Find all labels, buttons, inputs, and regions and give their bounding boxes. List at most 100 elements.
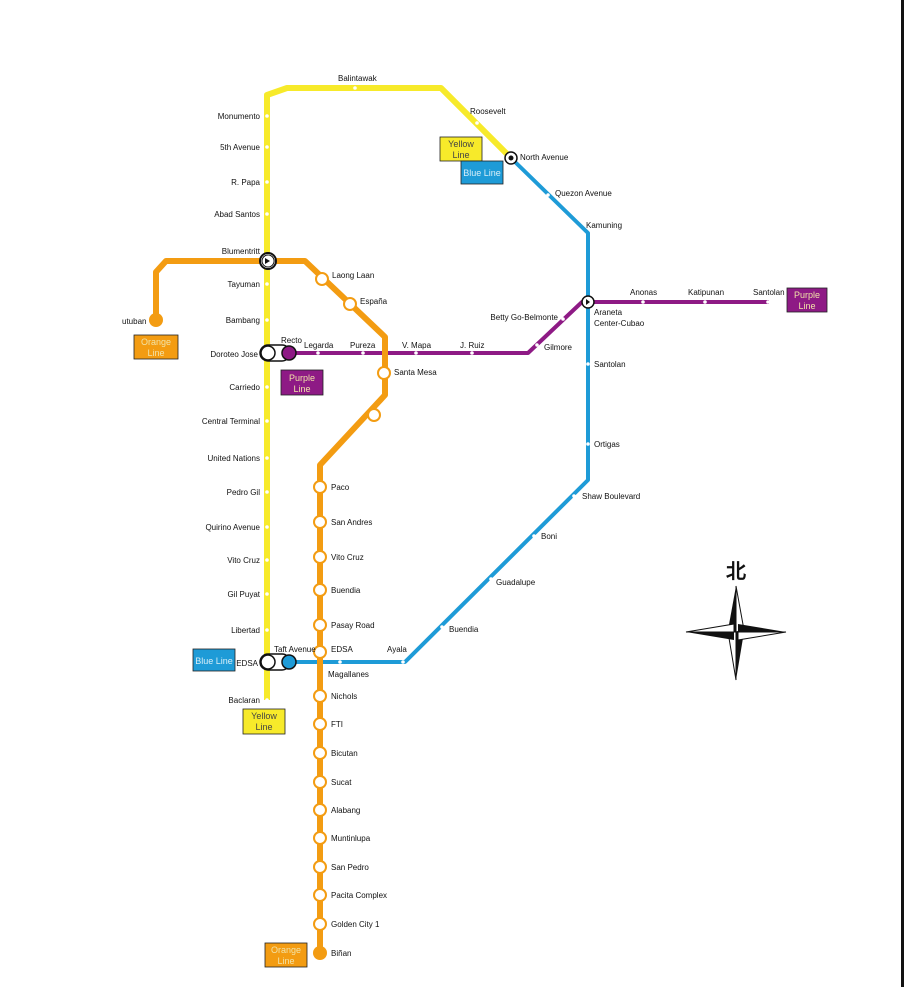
interchange-araneta xyxy=(581,295,595,309)
station-label: Ayala xyxy=(387,645,407,654)
station-label: Gilmore xyxy=(544,343,573,352)
station-label: Muntinlupa xyxy=(331,834,371,843)
station-label: Legarda xyxy=(304,341,334,350)
station-label: Pedro Gil xyxy=(227,488,261,497)
station-label: Kamuning xyxy=(586,221,622,230)
blue-line-tag-top: Blue Line xyxy=(460,160,504,185)
station-label: utuban xyxy=(122,317,146,326)
svg-text:Line: Line xyxy=(798,301,815,311)
svg-text:Purple: Purple xyxy=(794,290,820,300)
svg-text:Line: Line xyxy=(147,348,164,358)
blue-station-dots xyxy=(338,193,590,664)
purple-line-labels: Recto Legarda Pureza V. Mapa J. Ruiz Gil… xyxy=(281,288,785,352)
station-label: Quirino Avenue xyxy=(205,523,260,532)
station-label: Biñan xyxy=(331,949,351,958)
purple-line-track xyxy=(289,300,769,355)
svg-text:Orange: Orange xyxy=(271,945,301,955)
station-label: North Avenue xyxy=(520,153,569,162)
station-label: FTI xyxy=(331,720,343,729)
station-label: Vito Cruz xyxy=(331,553,364,562)
purple-line-tag-mid: Purple Line xyxy=(280,369,324,396)
station-label: Recto xyxy=(281,336,302,345)
station-label: Tayuman xyxy=(228,280,260,289)
station-label: Central Terminal xyxy=(202,417,260,426)
station-label: Shaw Boulevard xyxy=(582,492,640,501)
compass-north-label: 北 xyxy=(726,559,746,583)
station-label: San Andres xyxy=(331,518,372,527)
yellow-line-tag-bottom: Yellow Line xyxy=(242,708,286,735)
station-label: Santolan xyxy=(594,360,626,369)
station-label: Golden City 1 xyxy=(331,920,380,929)
station-label: Doroteo Jose xyxy=(210,350,258,359)
station-label: Katipunan xyxy=(688,288,724,297)
station-label: Pureza xyxy=(350,341,376,350)
station-label: R. Papa xyxy=(231,178,260,187)
station-label: Buendia xyxy=(449,625,479,634)
svg-text:Blue Line: Blue Line xyxy=(195,656,233,666)
station-label: Paco xyxy=(331,483,350,492)
station-label: Abad Santos xyxy=(214,210,260,219)
station-label: Taft Avenue xyxy=(274,645,316,654)
station-label: Libertad xyxy=(231,626,260,635)
station-label: Magallanes xyxy=(328,670,369,679)
svg-text:Line: Line xyxy=(277,956,294,966)
station-label: United Nations xyxy=(208,454,260,463)
svg-text:Line: Line xyxy=(452,150,469,160)
interchange-blumentritt xyxy=(259,252,277,270)
station-label: España xyxy=(360,297,388,306)
svg-text:Purple: Purple xyxy=(289,373,315,383)
station-label: Guadalupe xyxy=(496,578,536,587)
station-label: Ortigas xyxy=(594,440,620,449)
station-label: Santolan xyxy=(753,288,785,297)
station-label: Laong Laan xyxy=(332,271,374,280)
station-label: Carriedo xyxy=(229,383,260,392)
orange-line-tag-bottom: Orange Line xyxy=(264,942,308,968)
svg-text:Blue Line: Blue Line xyxy=(463,168,501,178)
blue-line-labels: Quezon Avenue Kamuning Araneta Center-Cu… xyxy=(274,189,645,679)
station-label: Baclaran xyxy=(228,696,260,705)
orange-station-circles xyxy=(313,272,391,931)
yellow-line-track xyxy=(264,85,514,700)
station-label: Gil Puyat xyxy=(228,590,261,599)
right-border xyxy=(901,0,904,987)
station-label: Buendia xyxy=(331,586,361,595)
station-label: Center-Cubao xyxy=(594,319,645,328)
station-label: EDSA xyxy=(236,659,258,668)
svg-text:Yellow: Yellow xyxy=(448,139,474,149)
purple-station-dots xyxy=(316,300,770,355)
station-label: Anonas xyxy=(630,288,657,297)
orange-line-tag-left: Orange Line xyxy=(133,334,179,360)
station-label: Pasay Road xyxy=(331,621,375,630)
svg-text:Orange: Orange xyxy=(141,337,171,347)
interchange-north-avenue xyxy=(504,151,518,165)
interchange-doroteo-recto xyxy=(259,344,297,362)
orange-line-track xyxy=(153,258,388,953)
station-label: EDSA xyxy=(331,645,353,654)
station-label: Sucat xyxy=(331,778,352,787)
orange-line-labels: utuban Laong Laan España Santa Mesa Paco… xyxy=(122,271,437,958)
orange-terminus-bottom xyxy=(313,946,327,960)
station-label: 5th Avenue xyxy=(220,143,260,152)
yellow-line-tag-top: Yellow Line xyxy=(439,136,483,162)
station-label: Nichols xyxy=(331,692,357,701)
interchange-edsa-taft xyxy=(259,653,297,671)
station-label: Araneta xyxy=(594,308,623,317)
svg-text:Line: Line xyxy=(255,722,272,732)
yellow-station-dots xyxy=(265,86,479,702)
station-label: Blumentritt xyxy=(222,247,261,256)
station-label: V. Mapa xyxy=(402,341,432,350)
orange-terminus-left xyxy=(149,313,163,327)
station-label: Boni xyxy=(541,532,557,541)
station-label: Quezon Avenue xyxy=(555,189,612,198)
station-label: Vito Cruz xyxy=(227,556,260,565)
compass-rose: 北 xyxy=(685,559,787,681)
blue-line-tag-left: Blue Line xyxy=(192,648,236,672)
station-label: Pacita Complex xyxy=(331,891,387,900)
station-label: Alabang xyxy=(331,806,360,815)
station-label: Santa Mesa xyxy=(394,368,437,377)
station-label: Roosevelt xyxy=(470,107,506,116)
station-label: Monumento xyxy=(218,112,261,121)
station-label: Balintawak xyxy=(338,74,378,83)
